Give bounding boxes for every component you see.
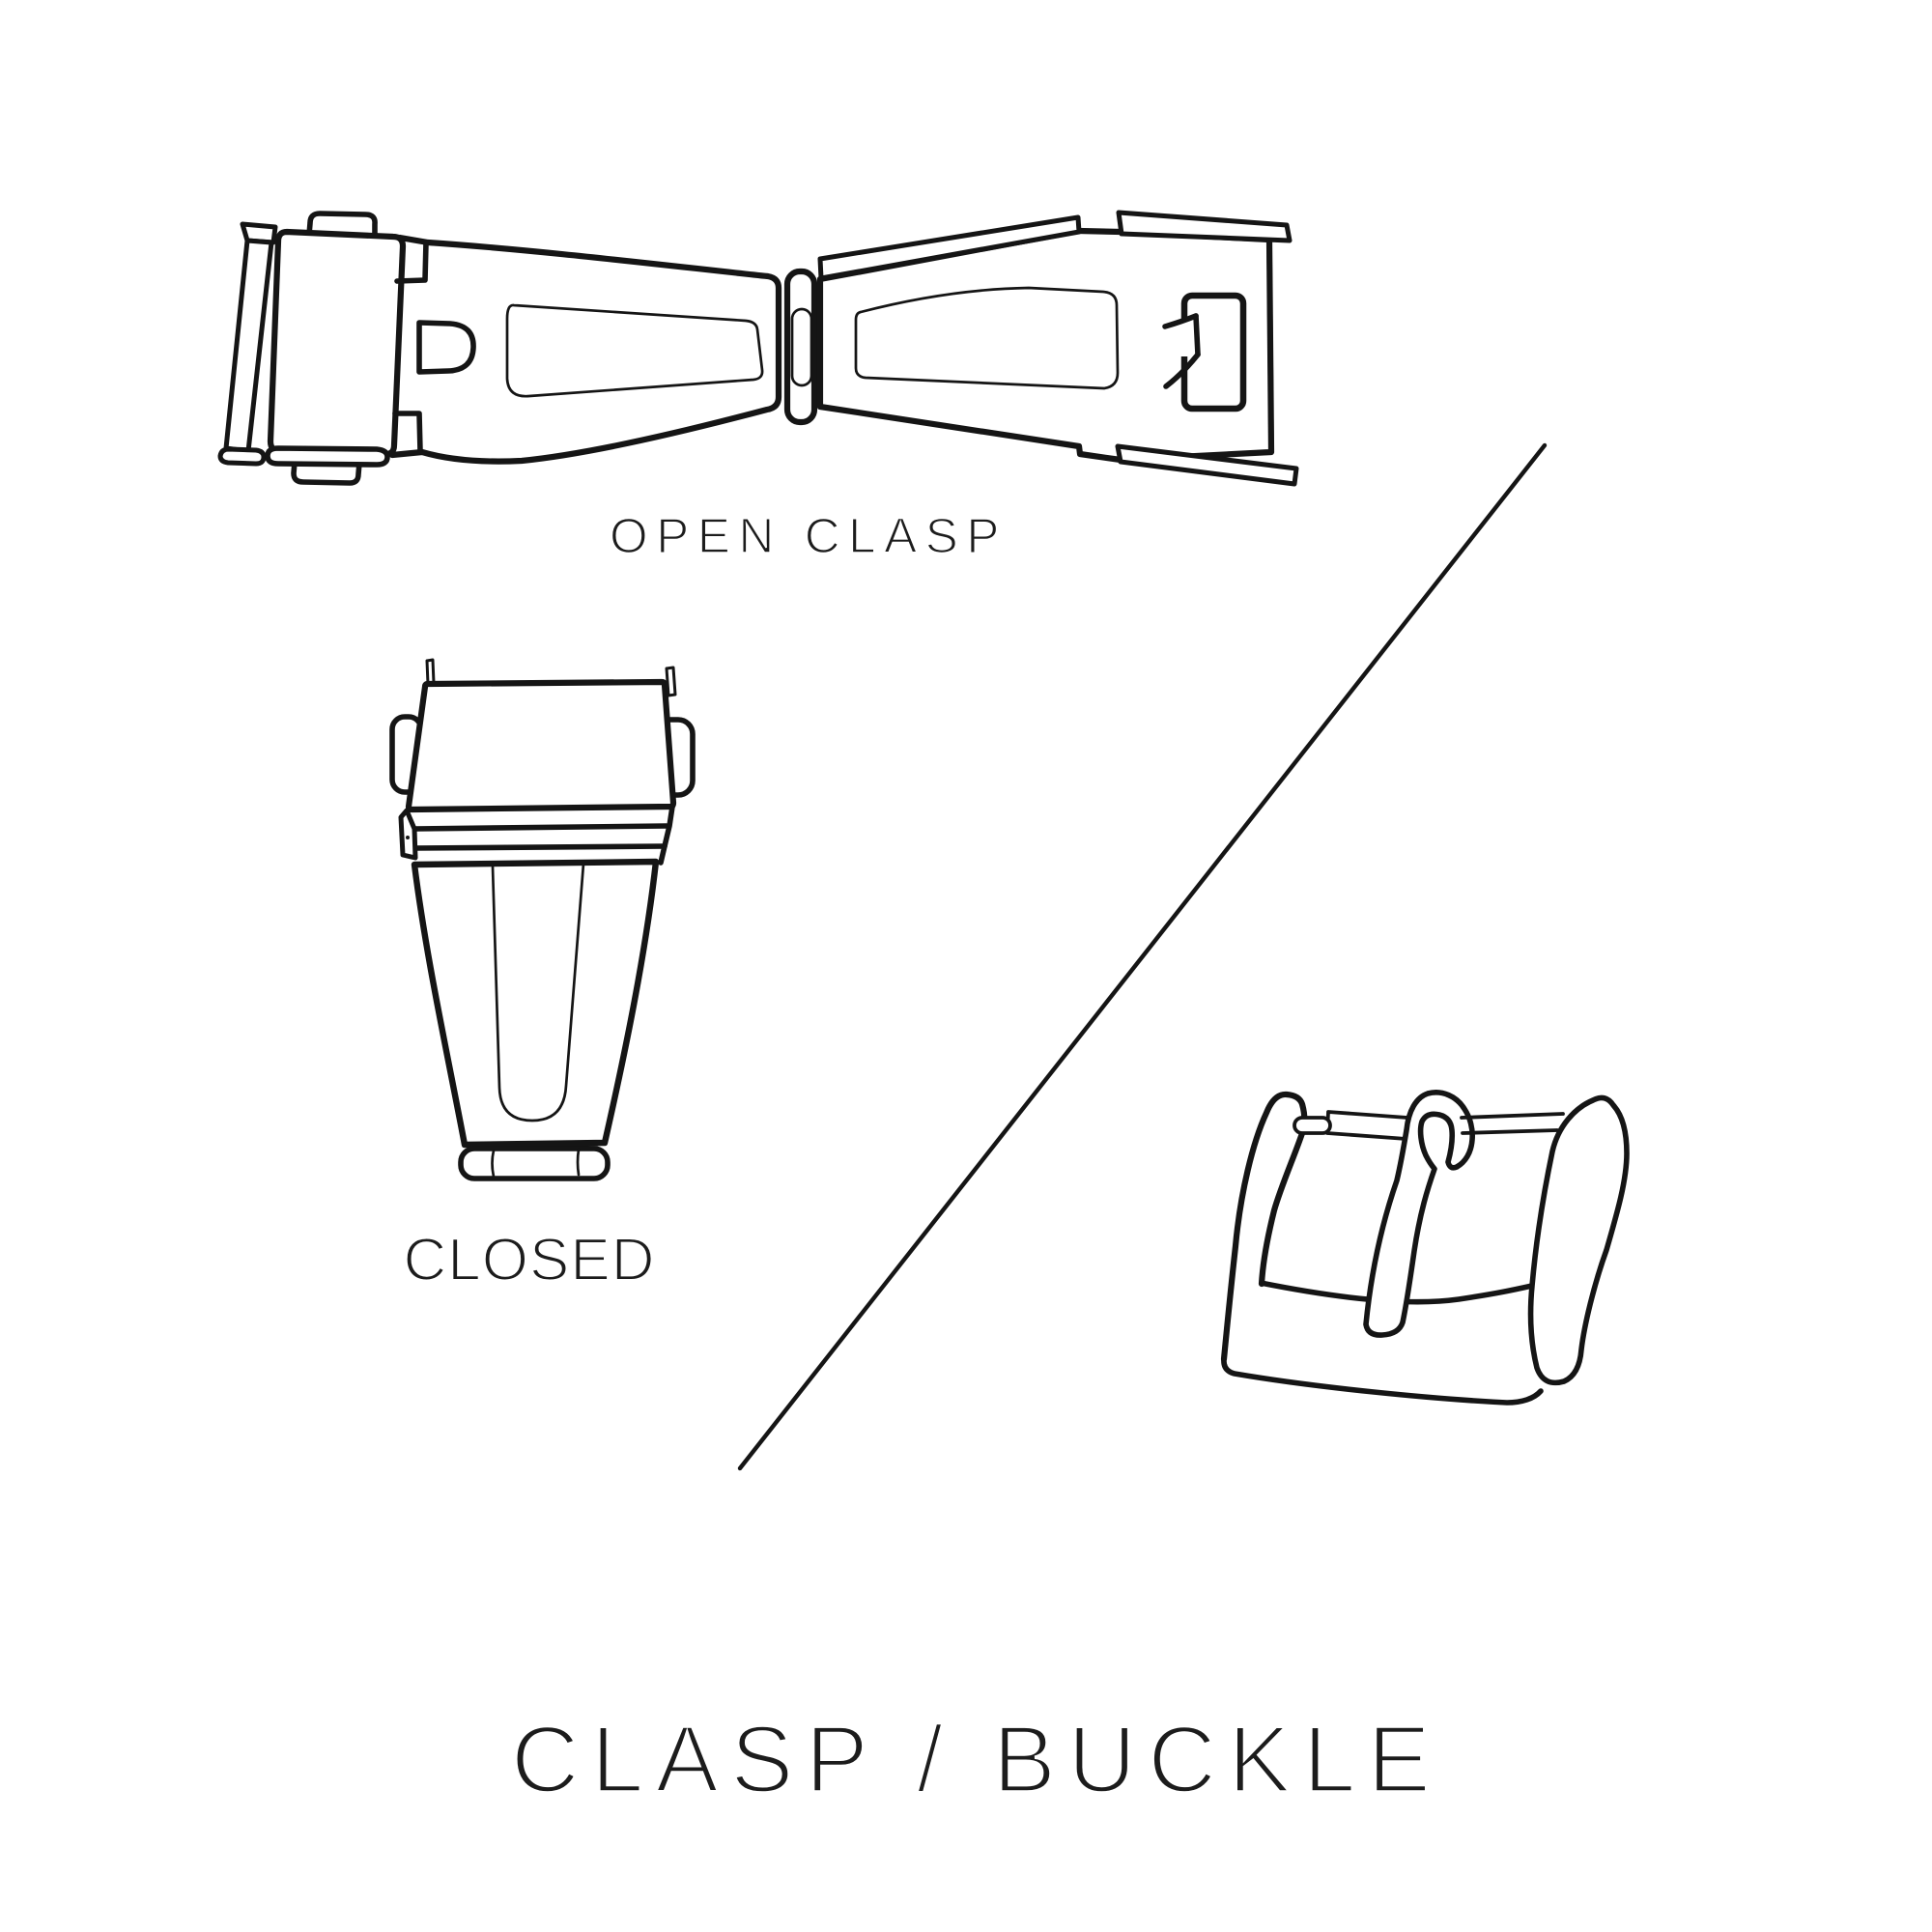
svg-text:OPEN CLASP: OPEN CLASP (610, 508, 1008, 563)
svg-text:CLASP / BUCKLE: CLASP / BUCKLE (511, 1706, 1442, 1812)
svg-text:CLOSED: CLOSED (404, 1227, 656, 1293)
